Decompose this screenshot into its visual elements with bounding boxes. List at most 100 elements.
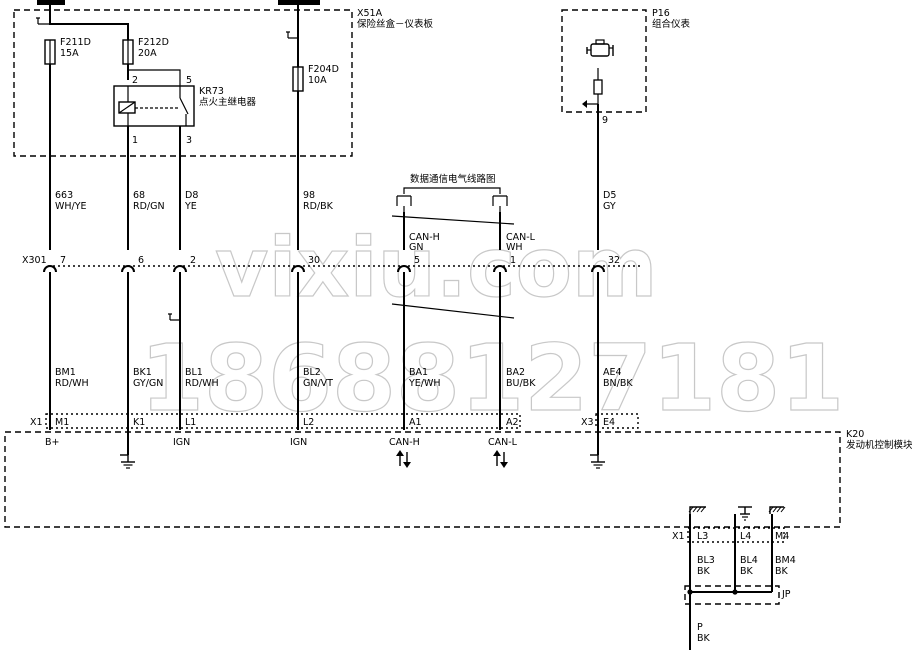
ground-wire-bm4-color: BK bbox=[775, 566, 789, 577]
can-l-bidirectional-icon bbox=[493, 450, 508, 468]
x301-pin-7: 7 bbox=[60, 255, 66, 266]
wire-ba2-color: BU/BK bbox=[506, 378, 536, 389]
cluster-ground-arrow bbox=[582, 100, 587, 108]
wire-ba2-circuit: BA2 bbox=[506, 367, 525, 378]
ecm-pin-a1: A1 bbox=[409, 417, 422, 428]
wire-663-circuit: 663 bbox=[55, 190, 73, 201]
lower-wire-runs bbox=[49, 272, 599, 455]
wire-bl1-color: RD/WH bbox=[185, 378, 219, 389]
wire-canh-color: GN bbox=[409, 242, 423, 253]
cluster-id: P16 bbox=[652, 8, 670, 19]
x301-pin-2: 2 bbox=[190, 255, 196, 266]
fuse-f204d-id: F204D bbox=[308, 64, 339, 75]
can-reference-bracket bbox=[403, 187, 501, 194]
relay-kr73 bbox=[113, 85, 195, 127]
ecm-id: K20 bbox=[846, 429, 864, 440]
wire-ae4-color: BN/BK bbox=[603, 378, 633, 389]
relay-id: KR73 bbox=[199, 86, 224, 97]
fuse-box-boundary bbox=[13, 9, 353, 157]
ecm-func-ign-1: IGN bbox=[173, 437, 190, 448]
wire-bl1-circuit: BL1 bbox=[185, 367, 203, 378]
ground-pin-l3: L3 bbox=[697, 531, 708, 542]
relay-pin-1: 1 bbox=[132, 135, 138, 146]
relay-name: 点火主继电器 bbox=[199, 96, 257, 108]
cluster-resistor bbox=[593, 79, 603, 95]
splice-jp-id: JP bbox=[781, 589, 791, 600]
fuse-box-name: 保险丝盒－仪表板 bbox=[357, 18, 434, 30]
fuse-f212d-rating: 20A bbox=[138, 48, 157, 59]
ecm-ground-terminal-icons bbox=[688, 506, 786, 521]
wire-663-color: WH/YE bbox=[55, 201, 87, 212]
cluster-name: 组合仪表 bbox=[652, 18, 691, 30]
wire-canl-circuit: CAN-L bbox=[506, 232, 536, 243]
top-connector-block-right bbox=[278, 0, 320, 5]
connector-x301-terminals bbox=[43, 265, 605, 273]
wire-ba1-circuit: BA1 bbox=[409, 367, 428, 378]
x301-pin-32: 32 bbox=[608, 255, 620, 266]
ground-pin-m4: M4 bbox=[775, 531, 789, 542]
watermark-line1: vixiu.com bbox=[215, 221, 657, 316]
ecm-e4-ground-icon bbox=[590, 454, 605, 469]
wire-bm1-circuit: BM1 bbox=[55, 367, 76, 378]
wire-98-color: RD/BK bbox=[303, 201, 334, 212]
relay-pin-3: 3 bbox=[186, 135, 192, 146]
ecm-pin-m1: M1 bbox=[55, 417, 69, 428]
ecm-k1-ground-icon bbox=[120, 454, 135, 469]
fuse-box-id: X51A bbox=[357, 8, 383, 19]
ground-pin-l4: L4 bbox=[740, 531, 751, 542]
fuse-f212d-id: F212D bbox=[138, 37, 169, 48]
splice-jp-boundary bbox=[684, 585, 780, 605]
ecm-connector-x3-id: X3 bbox=[581, 417, 594, 428]
wire-bl2-color: GN/VT bbox=[303, 378, 333, 389]
wire-bm1-color: RD/WH bbox=[55, 378, 89, 389]
ecm-pin-e4: E4 bbox=[603, 417, 615, 428]
cluster-pin: 9 bbox=[602, 115, 608, 126]
wire-bk1-color: GY/GN bbox=[133, 378, 163, 389]
engine-warning-icon bbox=[586, 39, 614, 57]
fuse-box-bus bbox=[49, 4, 129, 40]
final-wire-color: BK bbox=[697, 633, 711, 644]
wire-68-color: RD/GN bbox=[133, 201, 165, 212]
fuse-f211d-id: F211D bbox=[60, 37, 91, 48]
ground-wire-bl4-color: BK bbox=[740, 566, 754, 577]
wire-d8-color: YE bbox=[184, 201, 197, 212]
ecm-func-ign-2: IGN bbox=[290, 437, 307, 448]
ground-wire-runs bbox=[689, 514, 773, 650]
splice-node-2 bbox=[732, 589, 738, 595]
ground-wire-bl3-color: BK bbox=[697, 566, 711, 577]
ecm-func-canh: CAN-H bbox=[389, 437, 420, 448]
ground-wire-bl4-circuit: BL4 bbox=[740, 555, 758, 566]
x301-pin-5: 5 bbox=[414, 255, 420, 266]
fuse-f211d-rating: 15A bbox=[60, 48, 79, 59]
relay-switch-contact bbox=[179, 97, 189, 115]
upper-wire-runs bbox=[49, 80, 599, 250]
wire-68-circuit: 68 bbox=[133, 190, 145, 201]
ecm-connector-x1-strip bbox=[45, 413, 521, 429]
ecm-pin-l2: L2 bbox=[303, 417, 314, 428]
ecm-pin-a2: A2 bbox=[506, 417, 519, 428]
can-twist-top bbox=[391, 215, 515, 225]
wire-ba1-color: YE/WH bbox=[408, 378, 441, 389]
ecm-pin-l1: L1 bbox=[185, 417, 196, 428]
wire-ae4-circuit: AE4 bbox=[603, 367, 622, 378]
bus-branch-tab bbox=[36, 17, 50, 25]
ecm-connector-x3-strip bbox=[595, 413, 639, 429]
can-reference-label: 数据通信电气线路图 bbox=[410, 173, 496, 185]
wire-canh-circuit: CAN-H bbox=[409, 232, 440, 243]
relay-pin-2: 2 bbox=[132, 75, 138, 86]
ground-wire-bl3-circuit: BL3 bbox=[697, 555, 715, 566]
top-connector-block-left bbox=[37, 0, 65, 5]
final-wire-circuit: P bbox=[697, 622, 703, 633]
bl1-branch-tab bbox=[168, 313, 180, 321]
watermark: vixiu.com 18688127181 bbox=[139, 220, 844, 432]
fuse-f204d-rating: 10A bbox=[308, 75, 327, 86]
x301-pin-6: 6 bbox=[138, 255, 144, 266]
wire-d8-circuit: D8 bbox=[185, 190, 198, 201]
watermark-line2: 18688127181 bbox=[140, 325, 844, 432]
ecm-func-bplus: B+ bbox=[45, 437, 59, 448]
x301-pin-30: 30 bbox=[308, 255, 320, 266]
can-h-bidirectional-icon bbox=[396, 450, 411, 468]
wire-d5-color: GY bbox=[603, 201, 616, 212]
relay-pin5-link bbox=[128, 69, 181, 86]
